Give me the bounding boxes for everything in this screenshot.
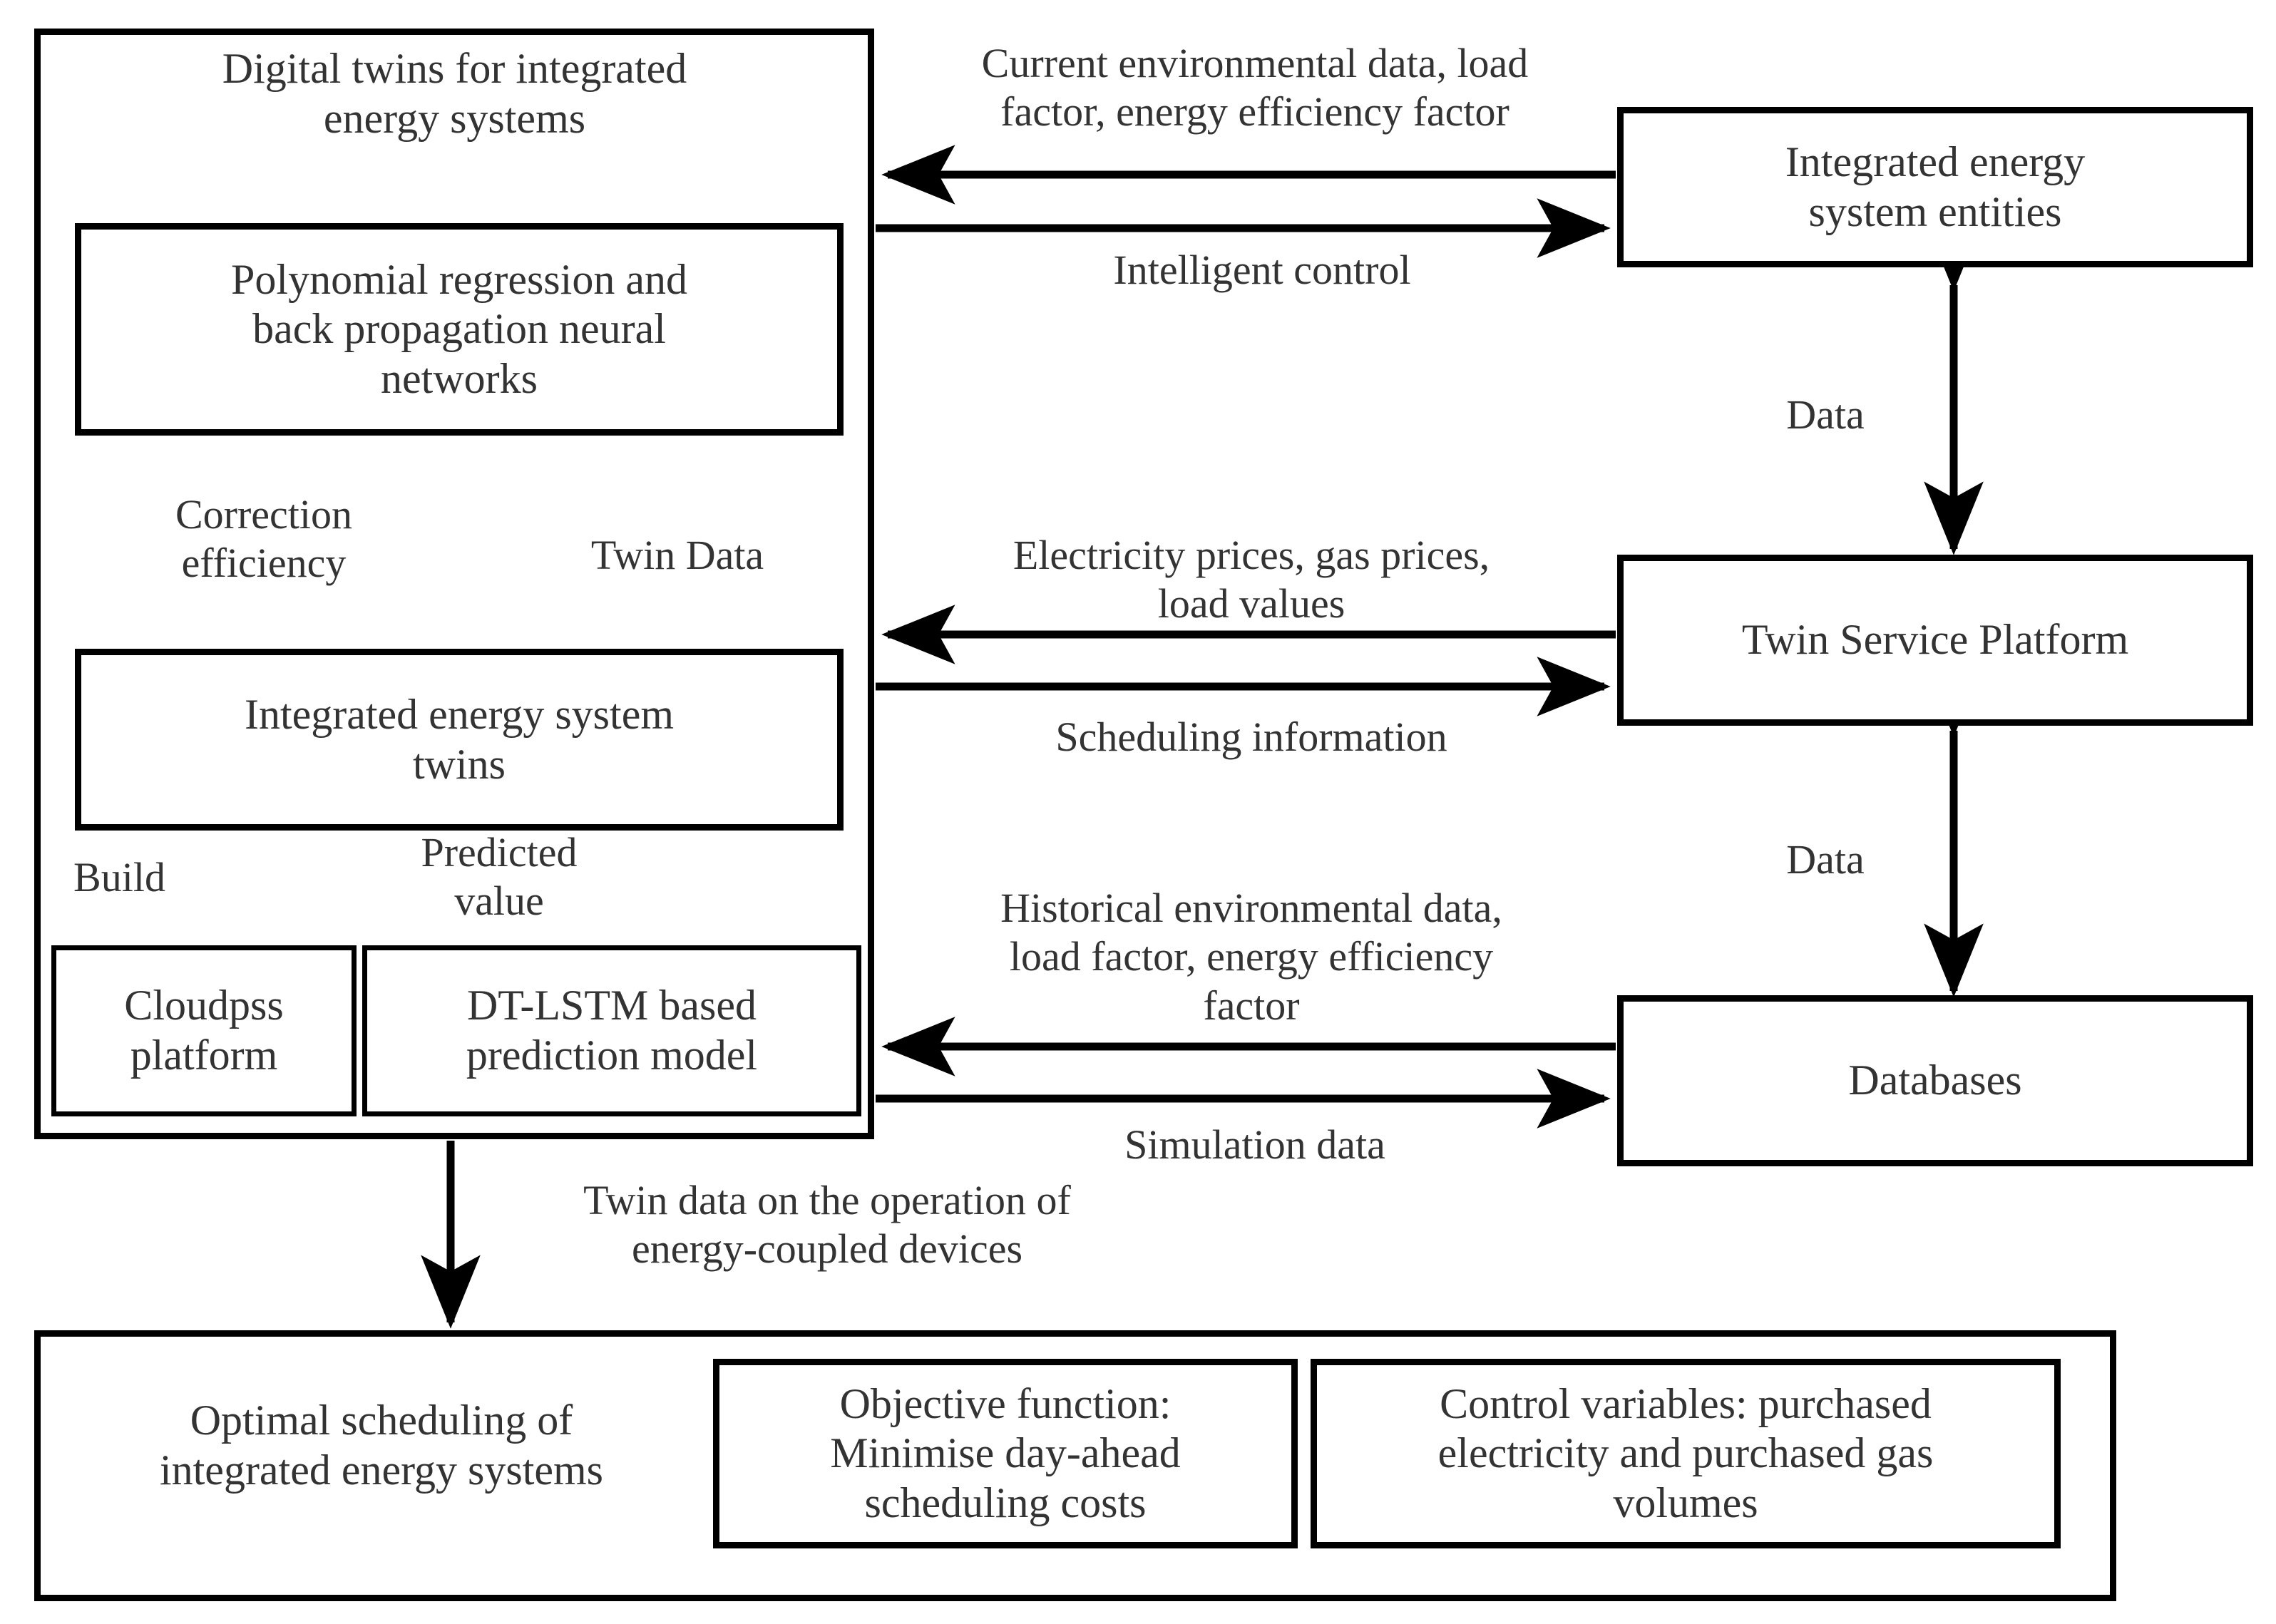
edge-label-historical-env-data: Historical environmental data, load fact…: [1000, 885, 1502, 1029]
control-variables-label: Control variables: purchased electricity…: [1437, 1379, 1934, 1526]
objective-function-label: Objective function: Minimise day-ahead s…: [830, 1379, 1181, 1526]
dt-lstm-model-label: DT-LSTM based prediction model: [466, 982, 758, 1079]
ies-twins-label: Integrated energy system twins: [244, 690, 675, 788]
edge-label-intelligent-control: Intelligent control: [1113, 247, 1411, 293]
control-variables-box[interactable]: Control variables: purchased electricity…: [1311, 1359, 2061, 1548]
twin-service-platform-label: Twin Service Platform: [1741, 616, 2129, 664]
cloudpss-platform-label: Cloudpss platform: [124, 982, 284, 1079]
edge-label-build: Build: [73, 854, 165, 900]
edge-label-correction-efficiency: Correction efficiency: [175, 491, 353, 587]
twin-service-platform-box[interactable]: Twin Service Platform: [1617, 555, 2253, 726]
databases-label: Databases: [1848, 1057, 2022, 1104]
edge-label-current-env-data: Current environmental data, load factor,…: [981, 40, 1529, 135]
edge-label-twin-data-operation: Twin data on the operation of energy-cou…: [583, 1177, 1071, 1273]
ies-entities-label: Integrated energy system entities: [1785, 138, 2086, 235]
edge-label-simulation-data: Simulation data: [1124, 1121, 1385, 1168]
edge-label-data-top: Data: [1786, 391, 1865, 438]
edge-label-data-bottom: Data: [1786, 836, 1865, 883]
databases-box[interactable]: Databases: [1617, 995, 2253, 1166]
polynomial-regression-label: Polynomial regression and back propagati…: [231, 255, 687, 402]
dt-lstm-model-box[interactable]: DT-LSTM based prediction model: [362, 945, 861, 1116]
optimal-scheduling-label: Optimal scheduling of integrated energy …: [159, 1397, 604, 1494]
edge-label-predicted-value: Predicted value: [421, 829, 578, 925]
cloudpss-platform-box[interactable]: Cloudpss platform: [51, 945, 357, 1116]
objective-function-box[interactable]: Objective function: Minimise day-ahead s…: [713, 1359, 1298, 1548]
edge-label-scheduling-information: Scheduling information: [1055, 714, 1447, 760]
digital-twins-container-label: Digital twins for integrated energy syst…: [222, 45, 687, 142]
edge-label-electricity-prices: Electricity prices, gas prices, load val…: [1013, 532, 1490, 627]
polynomial-regression-box[interactable]: Polynomial regression and back propagati…: [75, 223, 844, 436]
edge-label-twin-data: Twin Data: [590, 532, 764, 578]
ies-twins-box[interactable]: Integrated energy system twins: [75, 649, 844, 831]
ies-entities-box[interactable]: Integrated energy system entities: [1617, 107, 2253, 267]
